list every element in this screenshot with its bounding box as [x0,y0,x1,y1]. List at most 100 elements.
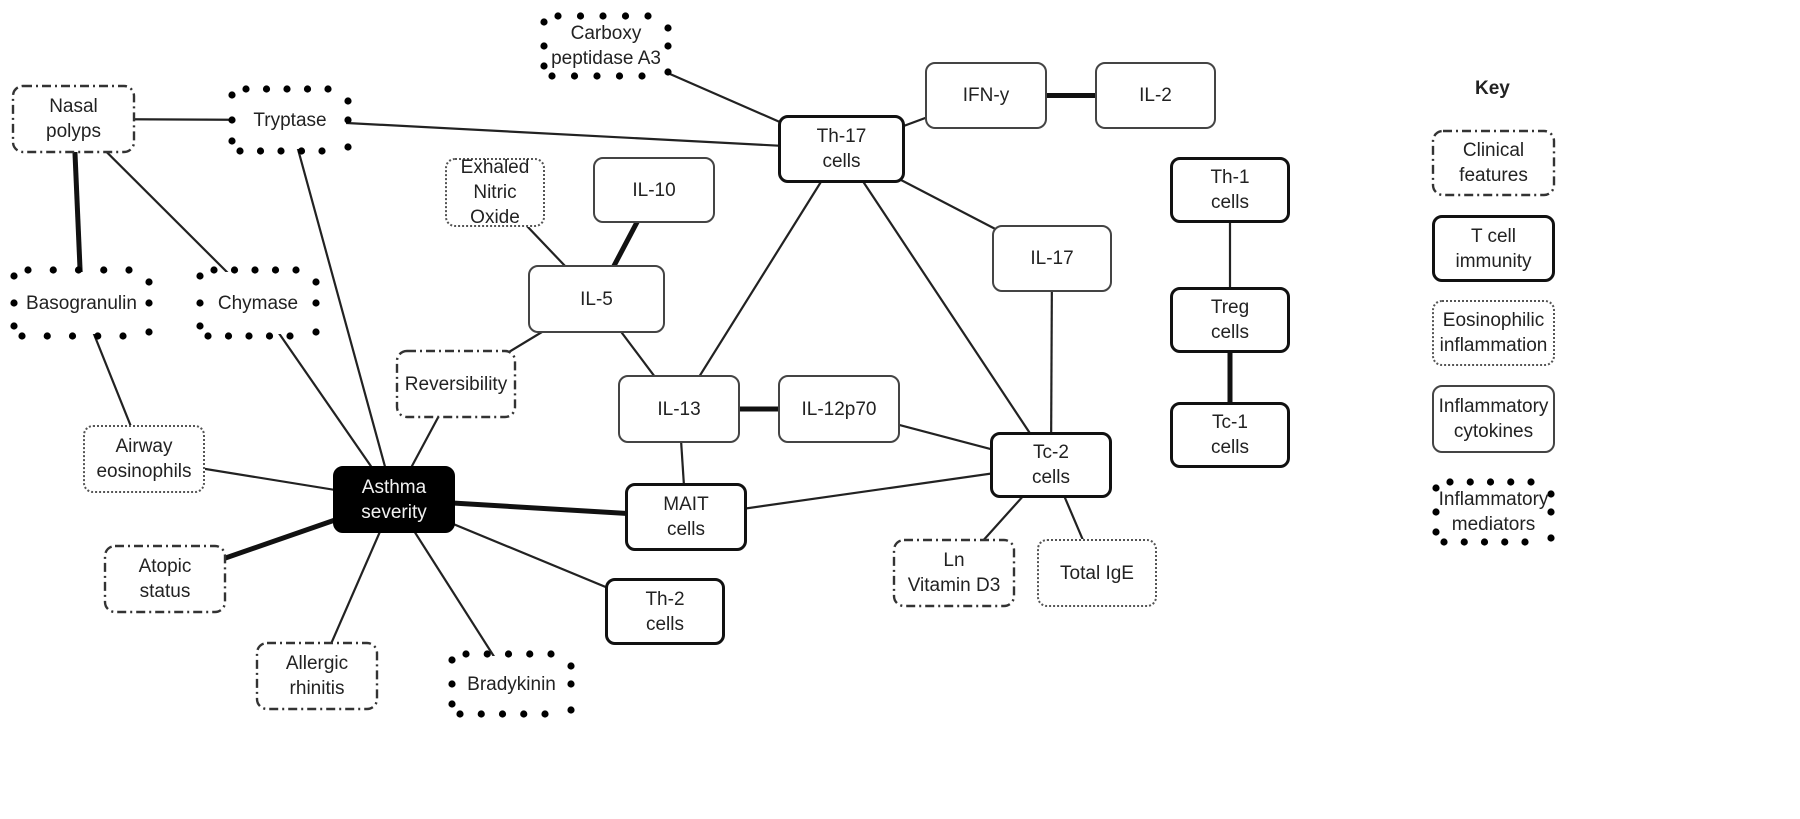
mediator-dot [119,332,127,340]
node-treg: Treg cells [1170,287,1290,353]
mediator-dot [344,97,352,105]
mediator-dot [621,12,630,20]
edge-il17-tc2 [1049,258,1054,466]
mediator-dot [271,266,280,274]
mediator-dot [448,680,456,688]
mediator-dot [1547,508,1555,516]
node-atopic: Atopic status [138,556,192,602]
node-basogranulin: Basogranulin [26,292,137,314]
mediator-dot [520,710,528,718]
node-chymase: Chymase [217,292,299,314]
node-mait: MAIT cells [625,483,747,551]
node-rhinitis: Allergic rhinitis [285,653,349,699]
mediator-dot [228,137,236,145]
mediator-border-basogranulin [10,266,153,340]
node-th1: Th-1 cells [1170,157,1290,223]
mediator-dot [644,12,652,20]
edge-tryptase-th17 [289,118,842,151]
clinical-border-rhinitis [255,641,379,711]
mediator-dot [256,147,265,155]
mediator-dot [318,147,326,155]
mediator-dot [145,278,153,286]
node-vitd3: Ln Vitamin D3 [907,550,1001,596]
key-item-mediator: Inflammatory mediators [1438,489,1549,535]
mediator-dot [68,332,77,340]
mediator-dot [540,62,548,70]
mediator-dot [10,299,18,307]
mediator-dot [283,85,291,93]
mediator-dot [292,266,300,274]
mediator-dot [1547,490,1555,498]
key-item-clinical: Clinical features [1459,140,1528,186]
edge-tryptase-asthma [288,119,396,500]
mediator-dot [262,85,271,93]
clinical-border-reversibility [395,349,517,419]
mediator-dot [196,272,204,280]
mediator-dot [303,85,312,93]
node-il13: IL-13 [618,375,740,443]
mediator-dot [498,710,507,718]
mediator-dot [567,662,575,670]
mediator-dot [94,332,102,340]
clinical-border-vitd3 [892,538,1016,608]
node-tc2: Tc-2 cells [990,432,1112,498]
mediator-dot [567,680,575,688]
mediator-dot [196,322,204,330]
mediator-border-bradykinin [448,650,575,718]
mediator-dot [312,299,320,307]
mediator-dot [1547,534,1555,542]
mediator-dot [43,332,51,340]
key-item-eosin: Eosinophilic inflammation [1432,300,1555,366]
mediator-border-chymase [196,266,320,340]
mediator-dot [664,42,672,50]
mediator-dot [251,266,259,274]
mediator-dot [242,85,250,93]
mediator-dot [448,656,456,664]
mediator-dot [1501,538,1509,546]
mediator-dot [344,143,352,151]
mediator-border-carboxypeptidase [540,12,672,80]
mediator-dot [540,18,548,26]
mediator-dot [277,147,285,155]
mediator-dot [100,266,108,274]
mediator-dot [1507,478,1515,486]
mediator-dot [576,12,585,20]
mediator-dot [593,72,601,80]
mediator-dot [245,332,253,340]
mediator-dot [526,650,534,658]
mediator-dot [541,710,549,718]
edge-th17-tc2 [840,148,1052,466]
mediator-dot [24,266,32,274]
mediator-dot [224,332,233,340]
node-nasal-polyps: Nasal polyps [46,96,101,142]
key-item-cytokine: Inflammatory cytokines [1432,385,1555,453]
mediator-dot [74,266,83,274]
node-feno: Exhaled Nitric Oxide [445,157,545,228]
mediator-dot [312,278,320,286]
mediator-dot [18,332,26,340]
mediator-dot [312,328,320,336]
node-il5: IL-5 [528,265,665,333]
mediator-dot [570,72,579,80]
mediator-dot [10,272,18,280]
node-th17: Th-17 cells [778,115,905,183]
mediator-dot [297,147,306,155]
node-il17: IL-17 [992,225,1112,292]
mediator-dot [638,72,646,80]
mediator-dot [567,706,575,714]
mediator-dot [548,72,556,80]
node-carboxypeptidase: Carboxy peptidase A3 [551,23,661,69]
mediator-border-tryptase [228,85,352,155]
mediator-dot [236,147,244,155]
mediator-dot [230,266,239,274]
mediator-dot [1446,478,1454,486]
mediator-dot [554,12,562,20]
node-il2: IL-2 [1095,62,1216,129]
mediator-dot [10,322,18,330]
mediator-dot [228,91,236,99]
mediator-dot [456,710,464,718]
mediator-dot [615,72,624,80]
mediator-dot [664,68,672,76]
mediator-dot [540,42,548,50]
mediator-dot [286,332,294,340]
